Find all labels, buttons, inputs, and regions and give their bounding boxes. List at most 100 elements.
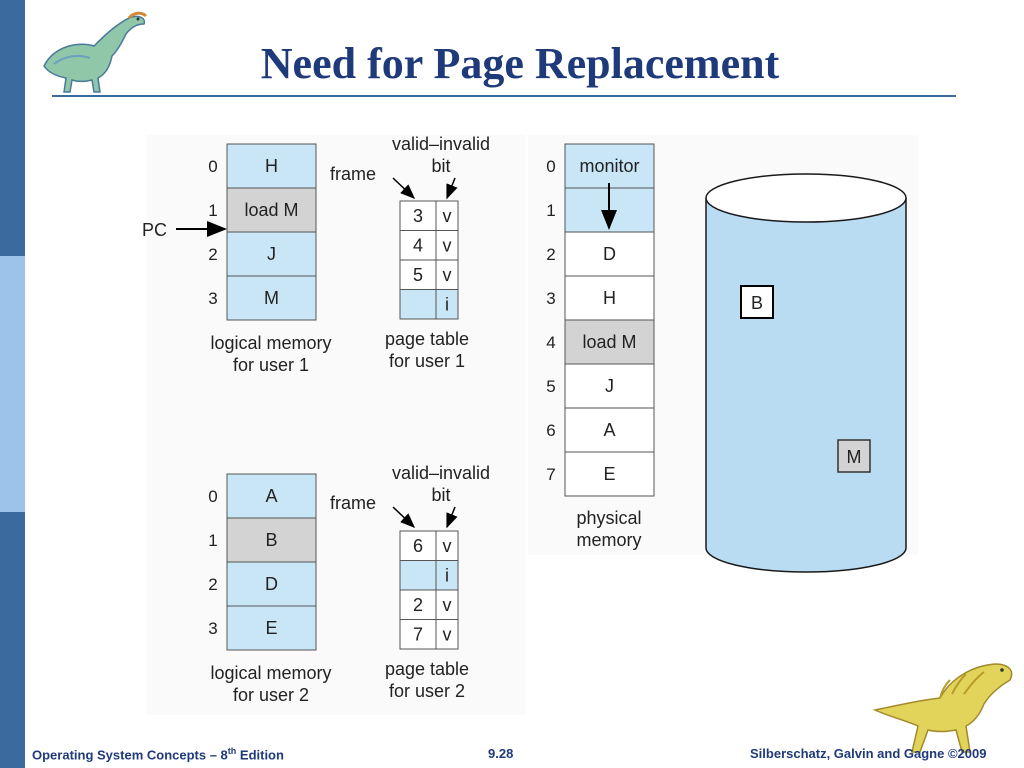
lm1-cell-3 — [226, 275, 317, 321]
pt2-bit-cell-3 — [435, 619, 459, 650]
pm-content-5: J — [605, 376, 614, 396]
lm1-index-1: 1 — [208, 201, 217, 220]
pm-content-0: monitor — [579, 156, 639, 176]
page-table-caption-user2-line1: page table — [385, 659, 469, 679]
disk-top — [705, 173, 907, 223]
frame-label-user1: frame — [330, 164, 376, 184]
footer-book-title-sup: th — [227, 746, 237, 756]
bit-arrow-user2 — [446, 506, 458, 529]
physical-memory-caption-line2: memory — [576, 530, 641, 550]
footer-authors: Silberschatz, Galvin and Gagne ©2009 — [750, 746, 987, 761]
lm1-content-1: load M — [244, 200, 298, 220]
logical-memory-caption-user2-line2: for user 2 — [233, 685, 309, 705]
pt1-frame-1: 4 — [413, 235, 423, 255]
lm2-cell-2 — [226, 561, 317, 607]
pm-content-4: load M — [582, 332, 636, 352]
lm1-cell-2 — [226, 231, 317, 277]
page-table-caption-user2-line2: for user 2 — [389, 681, 465, 701]
pm-index-0: 0 — [546, 157, 555, 176]
side-bar — [0, 0, 25, 768]
footer-book-title-prefix: Operating System Concepts – 8 — [32, 747, 228, 763]
pt1-bit-2: v — [443, 265, 452, 285]
title-rule — [52, 95, 956, 97]
pt1-bit-cell-3 — [435, 289, 459, 320]
lm1-cell-1 — [226, 187, 317, 233]
pt1-bit-1: v — [443, 235, 452, 255]
disk-item-m: M — [847, 447, 862, 467]
pm-index-5: 5 — [546, 377, 555, 396]
page-table-caption-user1-line2: for user 1 — [389, 351, 465, 371]
pt2-bit-1: i — [445, 565, 449, 585]
pm-content-3: H — [603, 288, 616, 308]
diagram-background-left — [147, 135, 525, 715]
frame-arrow-user2 — [392, 506, 416, 529]
lm1-cell-0 — [226, 143, 317, 189]
pm-cell-7 — [564, 451, 655, 497]
dinosaur-logo-bottom-icon — [872, 663, 1013, 753]
pt2-frame-cell-2 — [399, 589, 437, 620]
page-table-caption-user1-line1: page table — [385, 329, 469, 349]
logical-memory-caption-user1-line2: for user 1 — [233, 355, 309, 375]
lm2-cell-1 — [226, 517, 317, 563]
dinosaur-logo-icon — [43, 11, 148, 93]
pm-index-6: 6 — [546, 421, 555, 440]
lm2-index-2: 2 — [208, 575, 217, 594]
logical-memory-caption-user1-line1: logical memory — [210, 333, 331, 353]
pm-cell-5 — [564, 363, 655, 409]
pt2-bit-2: v — [443, 595, 452, 615]
pm-index-1: 1 — [546, 201, 555, 220]
frame-label-user2: frame — [330, 493, 376, 513]
disk-item-b: B — [751, 293, 763, 313]
pm-content-2: D — [603, 244, 616, 264]
lm1-content-0: H — [265, 156, 278, 176]
frame-arrow-user1 — [392, 177, 416, 200]
pc-label: PC — [142, 220, 167, 240]
valid-invalid-label-user2: valid–invalid — [392, 463, 490, 483]
lm2-index-3: 3 — [208, 619, 217, 638]
lm2-cell-3 — [226, 605, 317, 651]
pt1-frame-0: 3 — [413, 206, 423, 226]
valid-invalid-label-user1: valid–invalid — [392, 134, 490, 154]
disk-body — [705, 198, 907, 573]
pm-index-2: 2 — [546, 245, 555, 264]
pm-content-6: A — [603, 420, 615, 440]
lm2-content-3: E — [265, 618, 277, 638]
physical-memory-caption-line1: physical — [576, 508, 641, 528]
footer-slide-number: 9.28 — [488, 746, 514, 761]
pm-cell-6 — [564, 407, 655, 453]
pt2-frame-cell-3 — [399, 619, 437, 650]
lm2-cell-0 — [226, 473, 317, 519]
lm2-content-2: D — [265, 574, 278, 594]
pt2-bit-0: v — [443, 536, 452, 556]
pt1-bit-0: v — [443, 206, 452, 226]
lm2-content-1: B — [265, 530, 277, 550]
pt2-frame-2: 2 — [413, 595, 423, 615]
disk-item-m-box — [837, 439, 871, 473]
lm2-content-0: A — [265, 486, 277, 506]
pm-cell-2 — [564, 231, 655, 277]
pt2-frame-3: 7 — [413, 624, 423, 644]
pt2-frame-cell-1 — [399, 560, 437, 591]
valid-invalid-bit-label-user1: bit — [431, 156, 450, 176]
slide-title: Need for Page Replacement — [260, 39, 780, 88]
footer-book-title-suffix: Edition — [236, 747, 284, 763]
lm1-index-2: 2 — [208, 245, 217, 264]
pm-content-7: E — [603, 464, 615, 484]
side-bar-accent — [0, 256, 25, 512]
lm2-index-0: 0 — [208, 487, 217, 506]
bit-arrow-user1 — [446, 177, 458, 200]
disk-item-b-box — [740, 285, 774, 319]
pt1-bit-3: i — [445, 294, 449, 314]
logical-memory-user2: 0 A 1 B 2 D 3 E — [208, 473, 317, 651]
pt2-bit-3: v — [443, 624, 452, 644]
pm-index-4: 4 — [546, 333, 555, 352]
lm1-content-3: M — [264, 288, 279, 308]
pm-index-7: 7 — [546, 465, 555, 484]
lm1-index-0: 0 — [208, 157, 217, 176]
lm1-content-2: J — [267, 244, 276, 264]
lm2-index-1: 1 — [208, 531, 217, 550]
pt1-frame-cell-1 — [399, 230, 437, 261]
